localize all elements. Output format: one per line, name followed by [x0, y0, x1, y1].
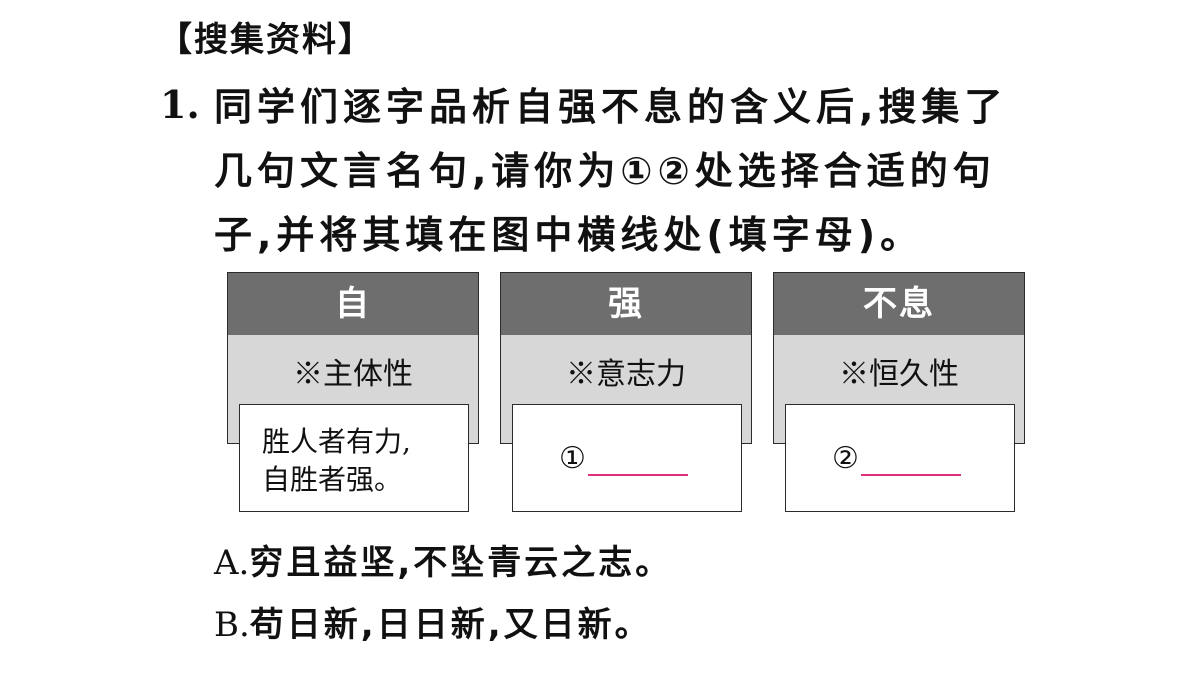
card-head: 不息 [773, 272, 1025, 336]
section-title: 【搜集资料】 [158, 20, 374, 60]
card-buxi: 不息 ※恒久性 [773, 272, 1025, 444]
card-sub: ※主体性 [293, 357, 413, 392]
card-head: 自 [227, 272, 479, 336]
answer-text-line-2: 自胜者强。 [262, 463, 403, 496]
card-head: 强 [500, 272, 752, 336]
option-letter: B. [214, 605, 250, 645]
option-b: B.苟日新,日日新,又日新。 [214, 597, 652, 646]
question-line-1: 同学们逐字品析自强不息的含义后,搜集了 [214, 85, 1008, 129]
question-line-3: 子,并将其填在图中横线处(填字母)。 [214, 213, 924, 257]
option-text: 穷且益坚,不坠青云之志。 [249, 543, 673, 583]
blank-line[interactable] [860, 444, 961, 476]
answer-box-3[interactable]: ② [785, 404, 1015, 512]
blank-marker: ② [832, 441, 859, 476]
answer-text-line-1: 胜人者有力, [262, 425, 411, 458]
option-a: A.穷且益坚,不坠青云之志。 [214, 535, 672, 584]
blank-line[interactable] [587, 444, 688, 476]
option-letter: A. [214, 543, 250, 583]
answer-box-2[interactable]: ① [512, 404, 742, 512]
question-number: 1. [160, 82, 200, 127]
option-text: 苟日新,日日新,又日新。 [249, 605, 652, 645]
answer-text: 胜人者有力, 自胜者强。 [262, 423, 411, 499]
card-sub: ※恒久性 [839, 357, 959, 392]
question-line-2: 几句文言名句,请你为①②处选择合适的句 [214, 149, 996, 193]
blank-marker: ① [559, 441, 586, 476]
blank-2[interactable]: ② [832, 441, 961, 476]
card-sub: ※意志力 [566, 357, 686, 392]
answer-box-1: 胜人者有力, 自胜者强。 [239, 404, 469, 512]
blank-1[interactable]: ① [559, 441, 688, 476]
